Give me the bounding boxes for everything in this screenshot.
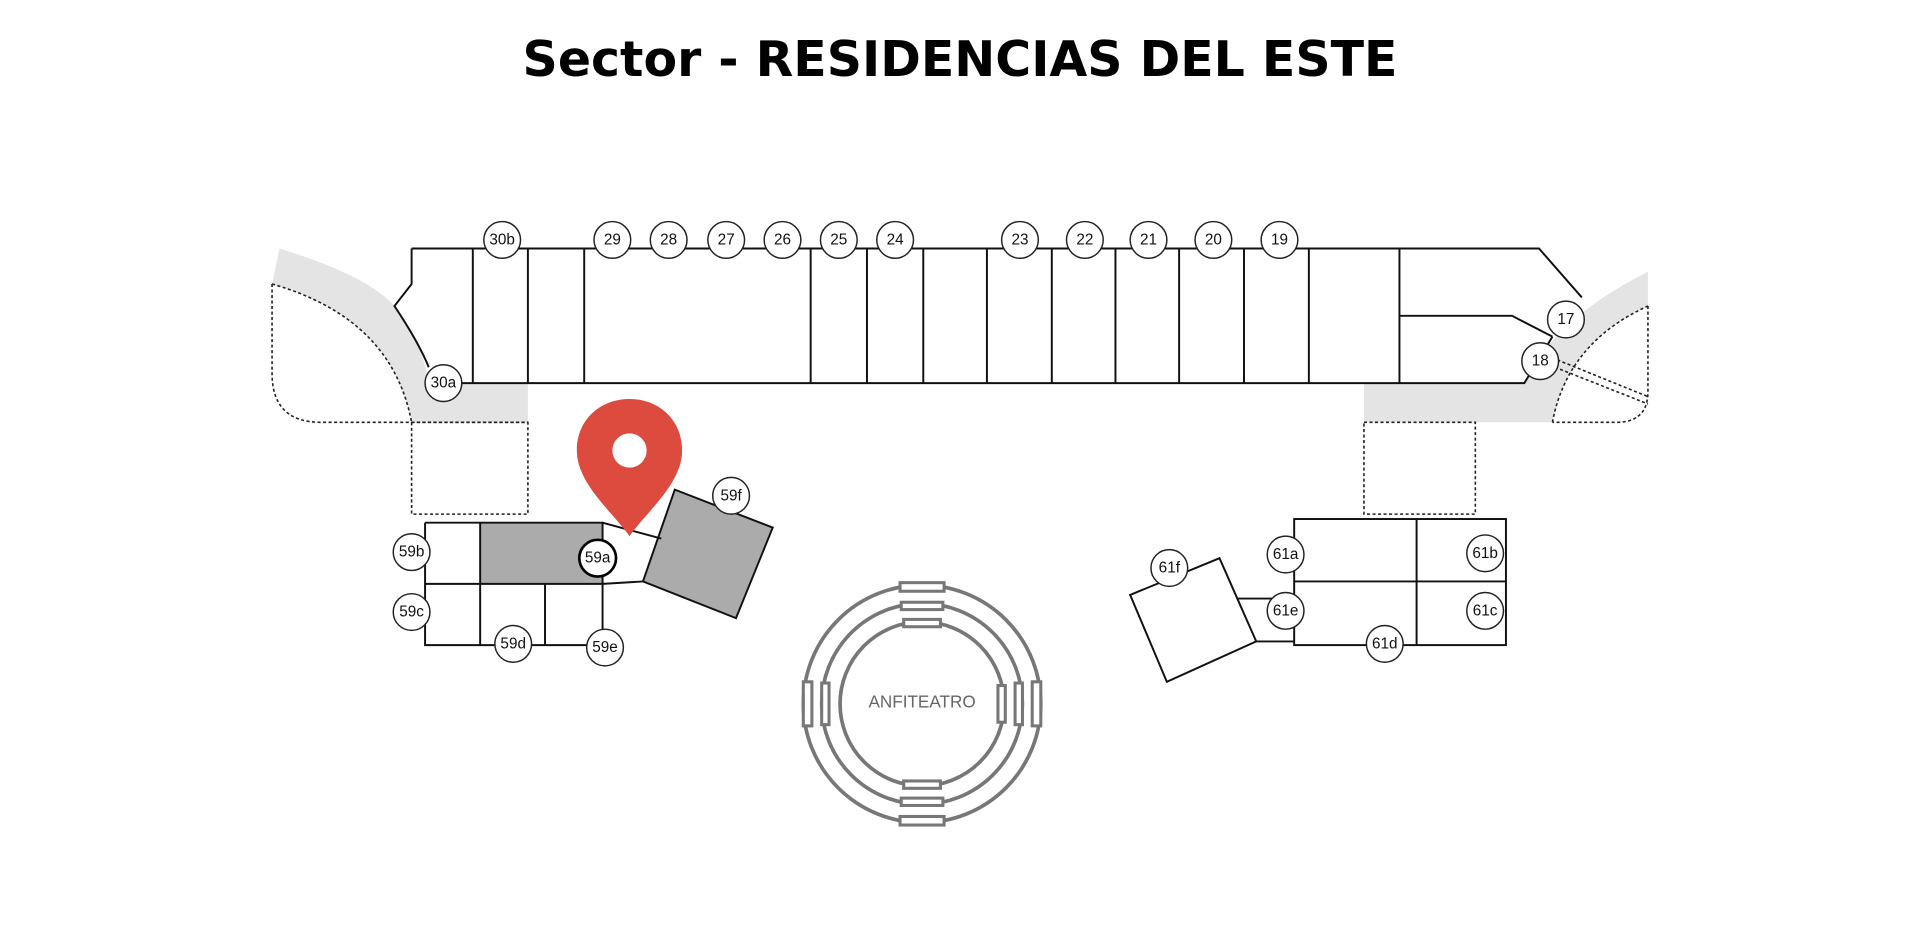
lot-59a-selected[interactable]: 59a [577, 538, 618, 578]
lot-label: 59a [585, 550, 611, 567]
lot-label: 59d [500, 635, 526, 652]
lot-label: 61d [1372, 635, 1398, 652]
lot-label: 18 [1532, 353, 1549, 370]
main-building [393, 247, 1583, 385]
lot-label: 61a [1273, 546, 1299, 563]
lot-19[interactable]: 19 [1260, 220, 1299, 260]
lot-20[interactable]: 20 [1194, 220, 1233, 260]
lot-59c[interactable]: 59c [392, 592, 431, 632]
lot-labels: 30b 29 28 27 26 25 24 23 22 21 20 19 17 … [392, 220, 1586, 667]
lot-label: 61e [1273, 602, 1299, 619]
lot-label: 23 [1011, 231, 1028, 248]
lot-23[interactable]: 23 [1000, 220, 1040, 260]
lot-label: 59e [592, 639, 618, 656]
location-pin-icon [576, 399, 683, 537]
lot-27[interactable]: 27 [707, 220, 746, 260]
lot-25[interactable]: 25 [819, 220, 858, 260]
lot-label: 20 [1205, 231, 1222, 248]
lot-label: 30b [489, 231, 515, 248]
lot-label: 22 [1076, 231, 1093, 248]
lot-21[interactable]: 21 [1129, 220, 1168, 260]
lot-61c[interactable]: 61c [1466, 591, 1505, 630]
lot-label: 59b [399, 544, 425, 561]
lot-label: 61c [1473, 602, 1498, 619]
amphitheater-label: ANFITEATRO [868, 691, 975, 711]
lot-61a[interactable]: 61a [1266, 535, 1305, 574]
left-plaza [271, 248, 529, 515]
lot-label: 61f [1159, 559, 1181, 576]
lot-28[interactable]: 28 [649, 220, 688, 260]
lot-61f[interactable]: 61f [1150, 548, 1189, 588]
cluster-61 [1128, 518, 1507, 684]
lot-61b[interactable]: 61b [1466, 534, 1505, 573]
lot-label: 59c [399, 604, 424, 621]
lot-61d[interactable]: 61d [1365, 624, 1404, 663]
lot-17[interactable]: 17 [1546, 300, 1586, 339]
lot-label: 21 [1140, 231, 1157, 248]
lot-label: 28 [660, 231, 677, 248]
lot-24[interactable]: 24 [876, 220, 915, 260]
lot-18[interactable]: 18 [1521, 342, 1560, 381]
lot-59e[interactable]: 59e [585, 628, 625, 667]
right-plaza [1363, 271, 1649, 515]
lot-29[interactable]: 29 [593, 220, 632, 260]
lot-59d[interactable]: 59d [494, 624, 533, 663]
lot-22[interactable]: 22 [1065, 220, 1104, 260]
lot-59f[interactable]: 59f [711, 476, 751, 515]
lot-30a[interactable]: 30a [424, 364, 463, 403]
lot-label: 61b [1472, 545, 1498, 562]
lot-label: 17 [1557, 311, 1574, 328]
lot-label: 59f [720, 487, 742, 504]
lot-30b[interactable]: 30b [483, 220, 522, 260]
lot-label: 30a [431, 375, 457, 392]
lot-label: 26 [774, 231, 791, 248]
page-title: Sector - RESIDENCIAS DEL ESTE [523, 31, 1398, 88]
lot-label: 25 [830, 231, 847, 248]
amphitheater: ANFITEATRO [801, 581, 1043, 827]
lot-label: 19 [1271, 231, 1288, 248]
lot-26[interactable]: 26 [763, 220, 802, 260]
lot-label: 27 [718, 231, 735, 248]
lot-label: 29 [604, 231, 621, 248]
lot-59b[interactable]: 59b [392, 532, 431, 572]
lot-label: 24 [887, 231, 905, 248]
lot-61e[interactable]: 61e [1266, 591, 1305, 630]
